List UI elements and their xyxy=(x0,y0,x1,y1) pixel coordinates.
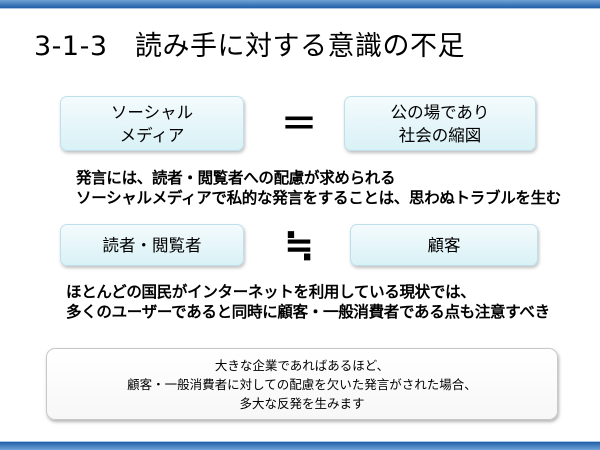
customer-label: 顧客 xyxy=(427,235,461,255)
bottom-accent-bar xyxy=(0,442,600,450)
customer-box: 顧客 xyxy=(350,224,538,266)
approx-equal-symbol: ≒ xyxy=(283,225,315,266)
summary-line-2: 顧客・一般消費者に対しての配慮を欠いた発言がされた場合、 xyxy=(127,376,477,392)
note-internet-users: ほとんどの国民がインターネットを利用している現状では、 多くのユーザーであると同… xyxy=(66,282,550,322)
summary-line-1: 大きな企業であればあるほど、 xyxy=(214,357,390,373)
note-consideration: 発言には、読者・閲覧者への配慮が求められる ソーシャルメディアで私的な発言をする… xyxy=(76,168,561,208)
bottom-accent-line xyxy=(0,441,600,442)
social-media-line-1: ソーシャル xyxy=(110,102,194,122)
public-place-line-2: 社会の縮図 xyxy=(398,125,482,145)
social-media-line-2: メディア xyxy=(119,125,185,145)
top-accent-line xyxy=(0,8,600,9)
top-accent-bar xyxy=(0,0,600,8)
slide-title: 3-1-3 読み手に対する意識の不足 xyxy=(34,31,466,62)
note-consideration-line-1: 発言には、読者・閲覧者への配慮が求められる xyxy=(76,169,396,187)
public-place-box: 公の場であり 社会の縮図 xyxy=(344,96,536,151)
summary-line-3: 多大な反発を生みます xyxy=(239,395,365,411)
note-consideration-line-2: ソーシャルメディアで私的な発言をすることは、思わぬトラブルを生む xyxy=(76,189,562,207)
public-place-line-1: 公の場であり xyxy=(390,102,490,122)
readers-box: 読者・閲覧者 xyxy=(60,224,244,266)
equal-symbol: ＝ xyxy=(280,104,317,145)
note-internet-users-line-2: 多くのユーザーであると同時に顧客・一般消費者である点も注意すべき xyxy=(66,303,550,321)
note-internet-users-line-1: ほとんどの国民がインターネットを利用している現状では、 xyxy=(66,283,476,301)
summary-box: 大きな企業であればあるほど、 顧客・一般消費者に対しての配慮を欠いた発言がされた… xyxy=(46,348,558,420)
readers-label: 読者・閲覧者 xyxy=(102,235,202,255)
social-media-box: ソーシャル メディア xyxy=(60,96,244,151)
